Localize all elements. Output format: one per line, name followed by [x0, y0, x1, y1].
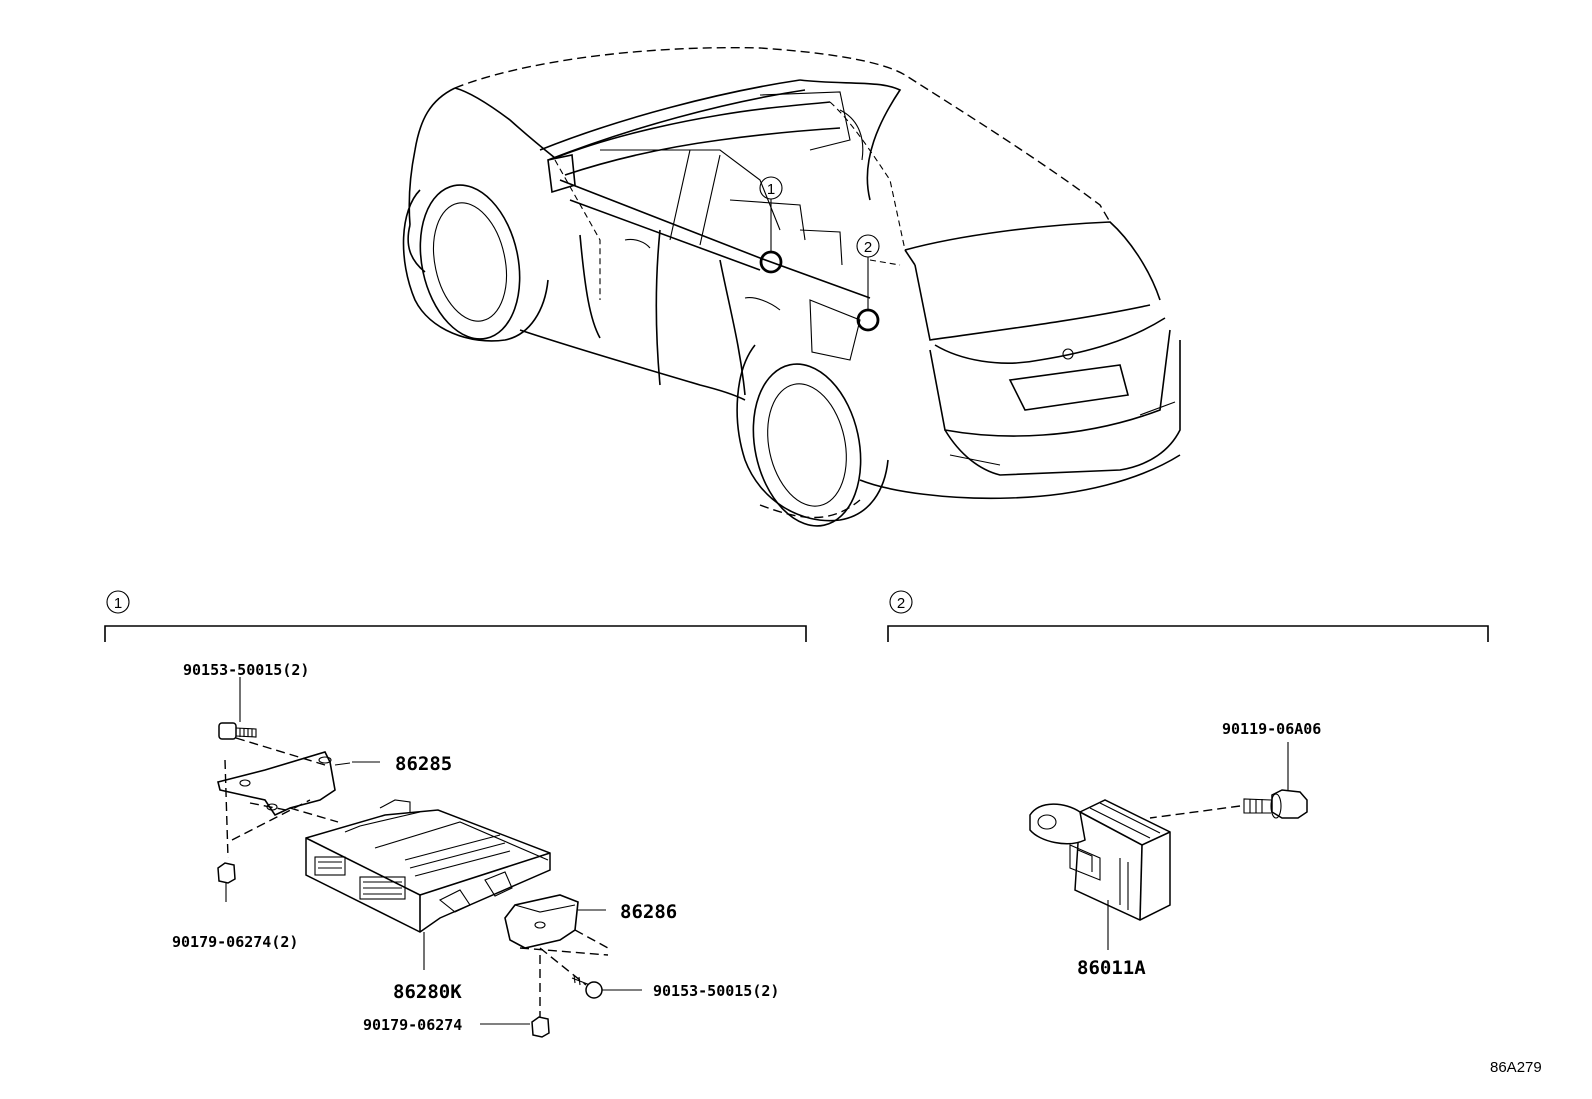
label-nut-left[interactable]: 90179-06274(2) — [172, 933, 298, 951]
module-icon[interactable] — [1029, 799, 1171, 921]
section-2-number: 2 — [897, 595, 905, 612]
bolt-top-icon[interactable] — [218, 677, 257, 740]
label-ecu[interactable]: 86280K — [393, 981, 462, 1003]
label-bolt-top[interactable]: 90153-50015(2) — [183, 661, 309, 679]
callout-number-2: 2 — [864, 239, 872, 256]
bolt-right-icon[interactable] — [571, 974, 642, 999]
vehicle-illustration — [402, 46, 1181, 527]
label-module[interactable]: 86011A — [1077, 957, 1146, 979]
section-2-bracket-line — [887, 625, 1489, 642]
nut-left-icon[interactable] — [217, 862, 236, 902]
label-bolt-right[interactable]: 90153-50015(2) — [653, 982, 779, 1000]
bracket-lower-icon[interactable] — [504, 894, 579, 949]
label-bracket-upper[interactable]: 86285 — [395, 753, 452, 775]
label-nut-bottom[interactable]: 90179-06274 — [363, 1016, 462, 1034]
nut-bottom-icon[interactable] — [480, 1016, 550, 1038]
section-1: 1 90153-50015(2) 86285 — [104, 590, 807, 1038]
section-1-number: 1 — [114, 595, 122, 612]
label-bracket-lower[interactable]: 86286 — [620, 901, 677, 923]
bracket-upper-icon[interactable] — [217, 751, 351, 817]
section-2: 2 90119-06A06 86011A — [887, 590, 1489, 979]
bolt-flange-icon[interactable] — [1243, 742, 1308, 819]
diagram-code: 86A279 — [1490, 1059, 1542, 1076]
section-1-bracket-line — [104, 625, 807, 642]
label-bolt[interactable]: 90119-06A06 — [1222, 720, 1321, 738]
ecu-unit-icon[interactable] — [305, 799, 551, 933]
callout-number-1: 1 — [767, 181, 775, 198]
vehicle-callout-1[interactable]: 1 — [759, 176, 783, 274]
vehicle-callout-2[interactable]: 2 — [856, 234, 880, 332]
